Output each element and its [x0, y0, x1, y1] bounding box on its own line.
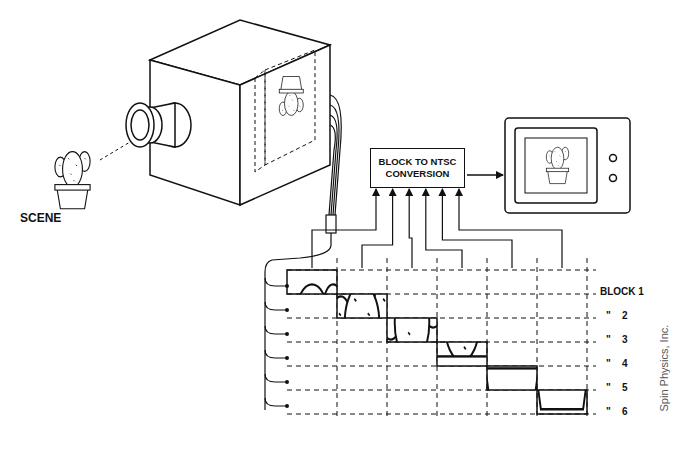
camera: [126, 20, 330, 205]
block-number: 4: [622, 358, 628, 369]
block-number: 2: [622, 310, 628, 321]
sensor-image: [279, 77, 303, 116]
block-number: 3: [622, 334, 628, 345]
video-arrow: [467, 174, 503, 176]
block-grid: [265, 189, 596, 420]
scene-label: SCENE: [20, 212, 61, 225]
cable: [265, 95, 341, 410]
optical-axis: [100, 142, 130, 160]
scene-cactus: [55, 152, 90, 209]
block-label: BLOCK 1: [600, 286, 644, 297]
box-text: BLOCK TO NTSC CONVERSION: [371, 156, 464, 180]
monitor: [505, 118, 630, 213]
ditto-mark: ": [606, 310, 611, 321]
ditto-mark: ": [606, 406, 611, 417]
block-number: 6: [622, 406, 628, 417]
ditto-mark: ": [606, 334, 611, 345]
copyright-watermark: Spin Physics, Inc.: [658, 308, 670, 428]
process-box: BLOCK TO NTSC CONVERSION: [370, 148, 465, 188]
ditto-mark: ": [606, 358, 611, 369]
ditto-mark: ": [606, 382, 611, 393]
block-number: 5: [622, 382, 628, 393]
monitor-image: [546, 147, 568, 183]
